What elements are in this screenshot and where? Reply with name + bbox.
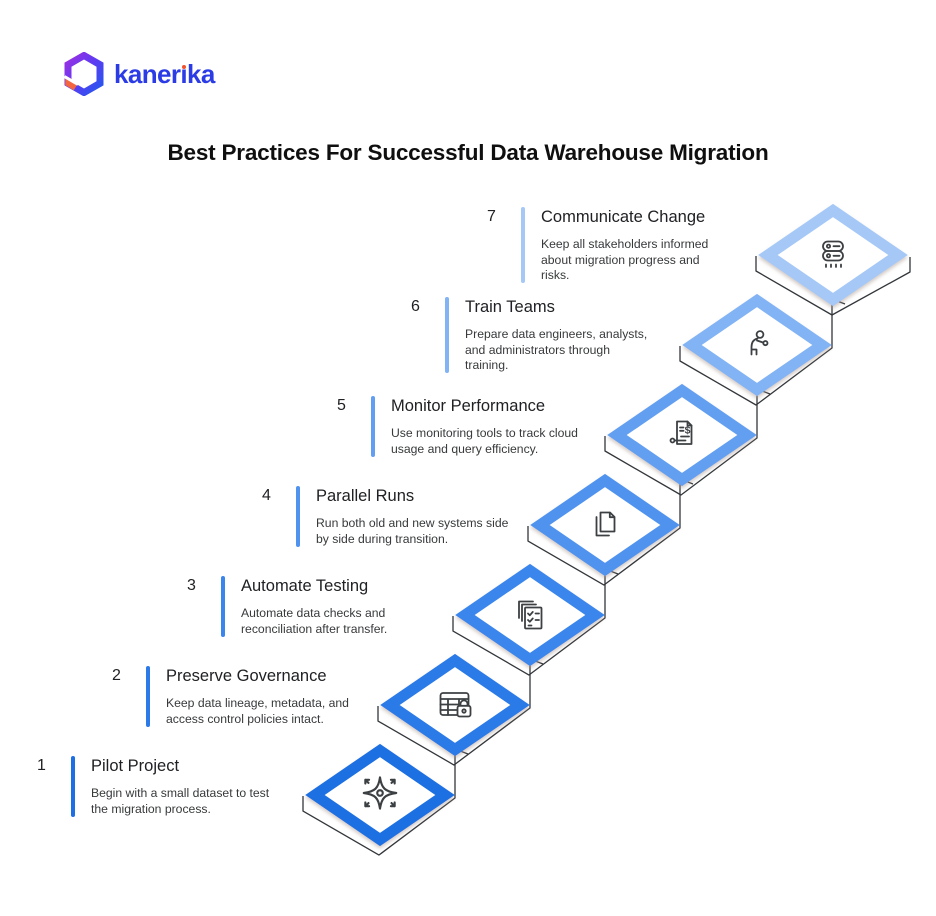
step-platform: $ [604, 383, 771, 496]
step-accent-bar [371, 396, 375, 457]
step-number: 6 [411, 298, 420, 315]
step-accent-bar [221, 576, 225, 637]
table-lock-icon [439, 692, 472, 718]
step-platform [755, 203, 911, 316]
step-item: 1 Pilot Project Begin with a small datas… [37, 756, 269, 817]
step-platform-outline [755, 256, 911, 316]
step-platform [679, 293, 846, 406]
svg-text:$: $ [685, 424, 691, 436]
step-accent-bar [521, 207, 525, 283]
step-accent-bar [71, 756, 75, 817]
checklist-stack-icon [518, 600, 543, 630]
step-description: Use monitoring tools to track cloud usag… [391, 426, 578, 456]
copy-files-icon [595, 511, 616, 537]
step-title: Pilot Project [91, 757, 180, 775]
step-accent-bar [445, 297, 449, 373]
server-icon [822, 240, 844, 268]
step-number: 5 [337, 397, 346, 414]
step-description: Begin with a small dataset to test the m… [91, 786, 270, 816]
step-item: 3 Automate Testing Automate data checks … [187, 576, 387, 637]
step-item: 5 Monitor Performance Use monitoring too… [337, 396, 578, 457]
step-title: Parallel Runs [316, 487, 415, 505]
step-item: 4 Parallel Runs Run both old and new sys… [262, 486, 508, 547]
step-title: Preserve Governance [166, 667, 327, 685]
step-diamond [758, 203, 908, 307]
training-person-icon [750, 330, 769, 356]
step-item: 7 Communicate Change Keep all stakeholde… [487, 207, 708, 284]
step-number: 3 [187, 577, 196, 594]
step-title: Train Teams [465, 298, 555, 316]
step-description: Prepare data engineers, analysts, and ad… [465, 327, 648, 372]
step-description: Run both old and new systems side by sid… [316, 516, 509, 546]
step-description: Keep all stakeholders informed about mig… [541, 237, 709, 282]
compass-star-icon [362, 776, 398, 810]
step-platform [527, 473, 694, 586]
step-number: 7 [487, 208, 496, 225]
step-title: Automate Testing [241, 577, 369, 595]
wordmark-i: ı [180, 59, 188, 89]
step-diamond [682, 293, 832, 397]
page-title: Best Practices For Successful Data Wareh… [167, 140, 769, 165]
invoice-dollar-icon: $ [669, 420, 693, 445]
step-item: 2 Preserve Governance Keep data lineage,… [112, 666, 349, 727]
kanerika-cube-icon [64, 52, 104, 96]
step-platform [452, 563, 619, 676]
step-item: 6 Train Teams Prepare data engineers, an… [411, 297, 647, 374]
step-description: Automate data checks and reconciliation … [241, 606, 388, 636]
i-dot [181, 64, 187, 70]
step-accent-bar [296, 486, 300, 547]
step-title: Communicate Change [541, 208, 706, 226]
step-description: Keep data lineage, metadata, and access … [166, 696, 349, 726]
step-accent-bar [146, 666, 150, 727]
step-platform [302, 743, 469, 856]
step-number: 4 [262, 487, 271, 504]
step-number: 1 [37, 757, 46, 774]
step-platform [377, 653, 544, 766]
step-title: Monitor Performance [391, 397, 546, 415]
step-number: 2 [112, 667, 121, 684]
